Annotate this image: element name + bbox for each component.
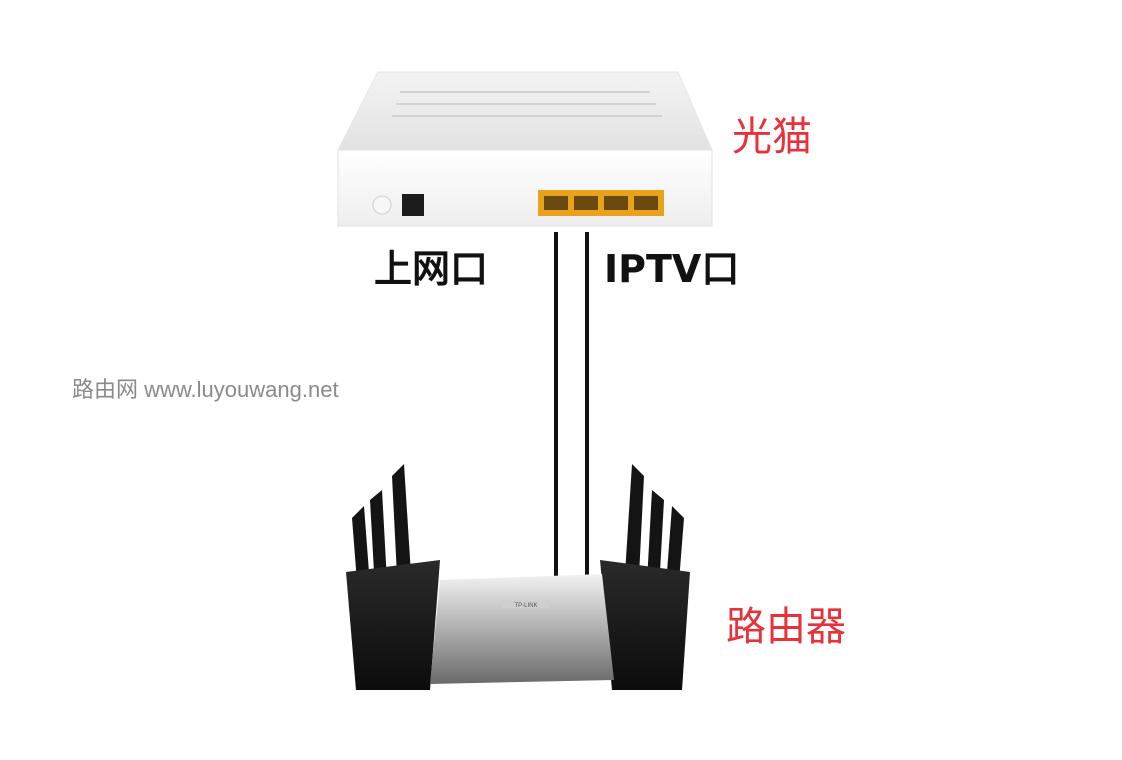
router-brand-plate [503,600,549,608]
modem-lan-ports [538,190,664,216]
router-body [430,574,614,684]
iptv-port-label: IPTV口 [604,247,740,291]
watermark-text: 路由网 www.luyouwang.net [72,377,339,402]
modem-vent-lines [392,91,662,117]
wan-port-label: 上网口 [374,247,489,291]
optical-modem [337,71,713,227]
modem-power-button [372,195,392,215]
modem-top [337,71,713,151]
router: TP-LINK [346,464,690,690]
router-label: 路由器 [726,604,846,650]
network-cables [554,232,589,580]
modem-power-jack [402,194,424,216]
router-brand: TP-LINK [514,603,537,609]
router-left-wing [346,560,440,690]
modem-label: 光猫 [732,114,812,160]
router-right-wing [600,560,690,690]
